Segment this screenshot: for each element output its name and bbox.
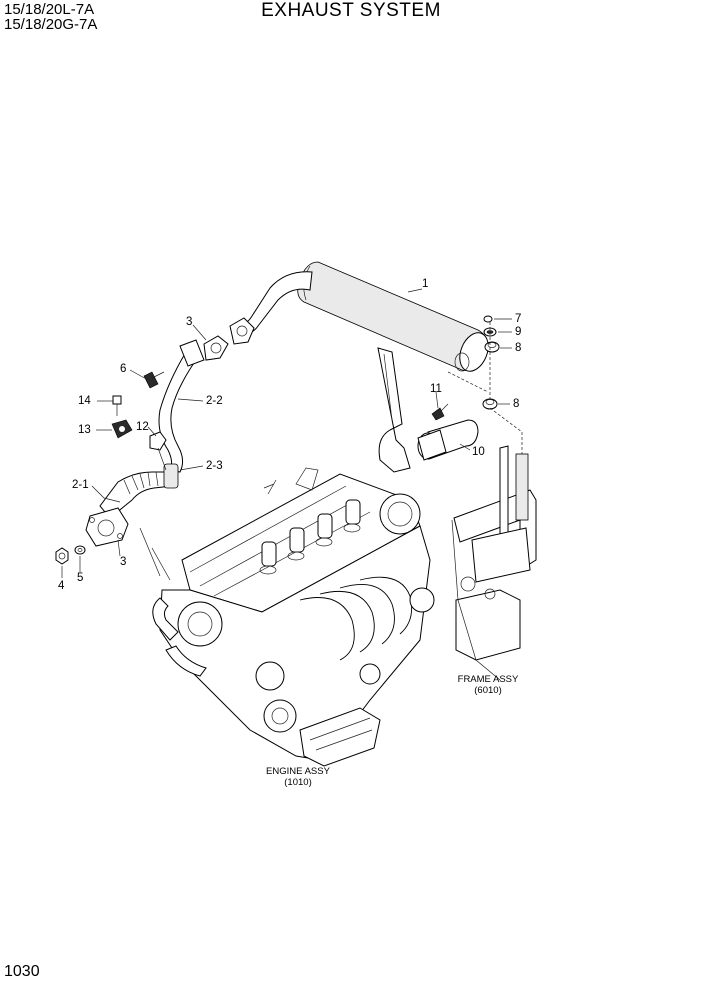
engine-assy-code: (1010) (284, 777, 312, 788)
frame-assy-name: FRAME ASSY (457, 674, 519, 685)
callout-13: 13 (78, 424, 91, 436)
engine-assy-label: ENGINE ASSY (1010) (248, 766, 348, 788)
muffler (297, 261, 489, 372)
nut-washer (55, 545, 86, 565)
callout-12: 12 (136, 421, 149, 433)
rubber-mount-8-top (484, 341, 500, 353)
engine-assy (151, 467, 435, 767)
model-code-1: 15/18/20L-7A (4, 1, 95, 18)
bolt-6 (143, 371, 165, 389)
callout-3-bottom: 3 (120, 556, 127, 568)
tail-pipe (417, 419, 479, 461)
clamp-13 (111, 419, 133, 439)
callout-8-bottom: 8 (513, 398, 520, 410)
frame-assy (451, 445, 537, 681)
model-code-2: 15/18/20G-7A (4, 16, 98, 33)
callout-9: 9 (515, 326, 522, 338)
flex-pipe-2-1 (85, 463, 179, 547)
callout-2-1: 2-1 (72, 479, 89, 491)
callout-2-3: 2-3 (206, 460, 223, 472)
callout-10: 10 (472, 446, 485, 458)
leader-lines (61, 288, 512, 578)
page-title: EXHAUST SYSTEM (261, 0, 441, 21)
engine-assy-name: ENGINE ASSY (266, 766, 330, 777)
frame-assy-label: FRAME ASSY (6010) (438, 674, 538, 696)
rubber-hanger-12 (149, 431, 167, 471)
bolt-14 (112, 395, 122, 416)
gasket-top (203, 317, 255, 361)
bolt-11 (431, 403, 449, 421)
callout-1: 1 (422, 278, 429, 290)
callout-4: 4 (58, 580, 65, 592)
nut-7 (483, 315, 493, 323)
rubber-mount-8-bottom (482, 398, 498, 410)
page-number: 1030 (4, 963, 40, 980)
callout-6: 6 (120, 363, 127, 375)
callout-3-top: 3 (186, 316, 193, 328)
callout-14: 14 (78, 395, 91, 407)
muffler-bracket (377, 347, 411, 473)
callout-8-top: 8 (515, 342, 522, 354)
exhaust-pipe-2-2 (158, 339, 205, 473)
callout-2-2: 2-2 (206, 395, 223, 407)
callout-11: 11 (430, 383, 442, 395)
callout-7: 7 (515, 313, 522, 325)
callout-5: 5 (77, 572, 84, 584)
frame-assy-code: (6010) (474, 685, 502, 696)
